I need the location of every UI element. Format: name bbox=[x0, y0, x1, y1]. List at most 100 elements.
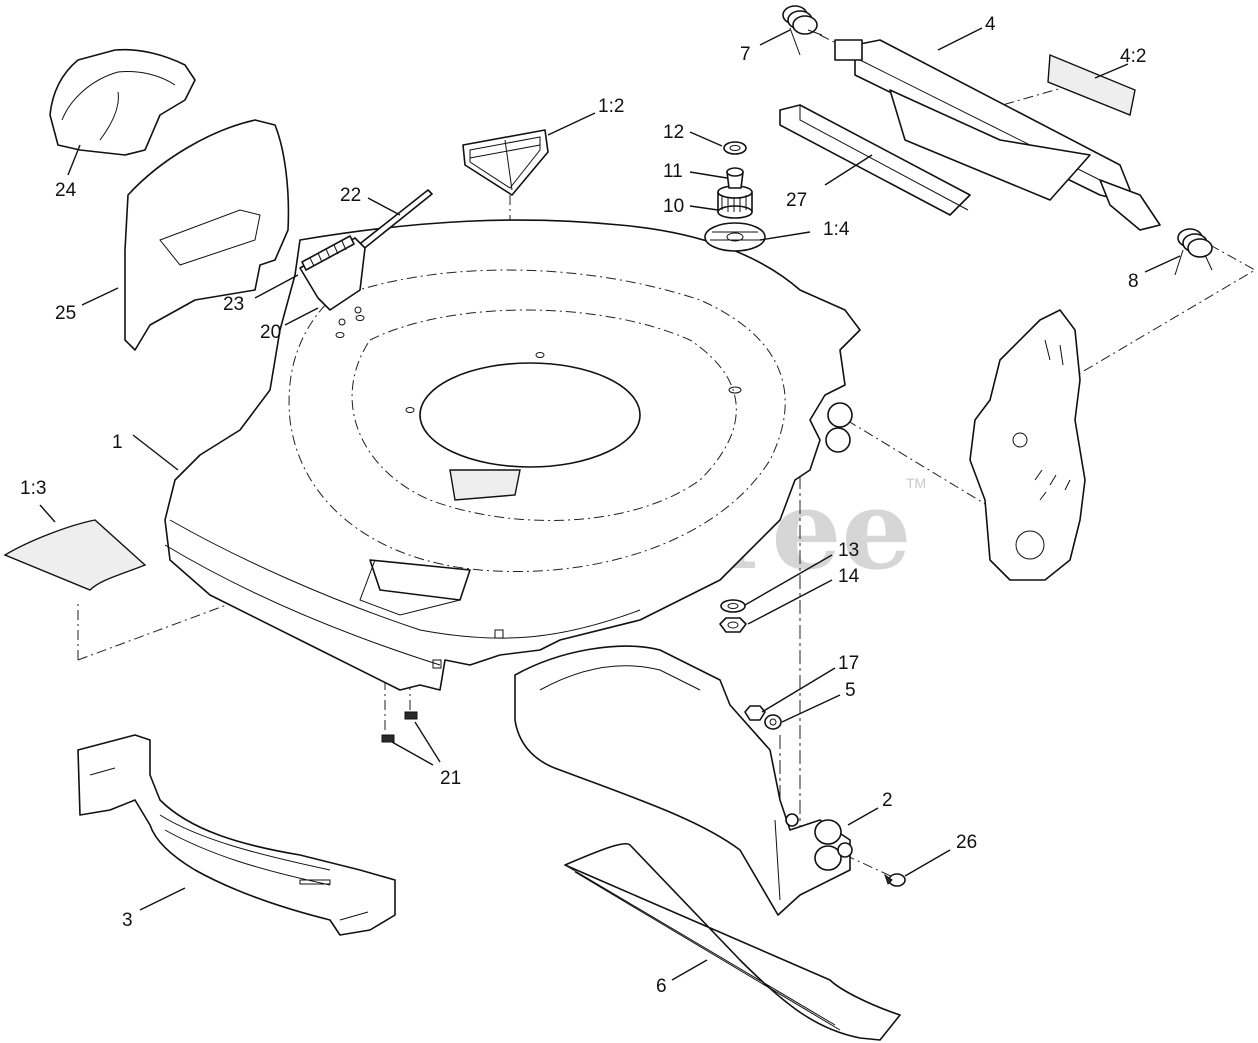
callout-2: 2 bbox=[882, 790, 893, 811]
part-mower-deck bbox=[164, 219, 861, 691]
leader-10 bbox=[689, 205, 719, 211]
leader-20 bbox=[284, 307, 319, 326]
callout-5: 5 bbox=[845, 680, 856, 701]
callout-23: 23 bbox=[223, 294, 244, 315]
deck-bushing-bottom bbox=[825, 427, 851, 453]
decal-ring bbox=[704, 222, 766, 252]
flap-body bbox=[564, 842, 901, 1041]
nut-14-hole bbox=[727, 621, 739, 629]
part-rear-flap bbox=[564, 842, 901, 1041]
part-front-bumper bbox=[77, 734, 396, 936]
bumper-slot bbox=[299, 879, 331, 885]
latch-screw-hole-a bbox=[338, 318, 346, 326]
leader-6 bbox=[671, 959, 708, 981]
callout-12: 12 bbox=[663, 122, 684, 143]
leader-2 bbox=[847, 807, 879, 826]
leader-12 bbox=[689, 131, 723, 147]
callout-1-4: 1:4 bbox=[823, 219, 850, 240]
callout-25: 25 bbox=[55, 303, 76, 324]
top-label-cross bbox=[469, 139, 541, 191]
leader-7 bbox=[759, 29, 791, 46]
leader-lines bbox=[39, 27, 1181, 981]
leader-22 bbox=[367, 197, 401, 216]
top-label-border bbox=[469, 136, 541, 189]
assembly-line-spring bbox=[1059, 244, 1257, 386]
deck-engine-opening bbox=[419, 362, 641, 468]
leader-4 bbox=[937, 27, 983, 51]
part-springs bbox=[782, 5, 1213, 276]
leader-5 bbox=[781, 694, 841, 723]
leader-17 bbox=[761, 667, 836, 713]
leader-1 bbox=[132, 434, 179, 471]
part-bolts-21 bbox=[381, 711, 418, 743]
spring-7-legs bbox=[789, 27, 823, 56]
part-latch-assembly bbox=[299, 235, 366, 326]
screw-thread bbox=[884, 873, 893, 885]
top-label-sheet bbox=[462, 129, 549, 196]
decal-markings bbox=[710, 231, 760, 241]
flap-hem bbox=[564, 864, 841, 1031]
callout-4-2: 4:2 bbox=[1120, 46, 1146, 67]
callout-14: 14 bbox=[838, 566, 860, 587]
callout-1: 1 bbox=[112, 432, 123, 453]
leader-11 bbox=[689, 171, 728, 179]
deck-hole-b bbox=[355, 315, 365, 321]
bumper-ends bbox=[89, 767, 369, 921]
part-foam-strip-27 bbox=[779, 104, 971, 216]
watermark-trademark: TM bbox=[906, 475, 926, 491]
adjust-plate-body bbox=[969, 309, 1086, 581]
deck-hole-a bbox=[335, 332, 345, 338]
callout-4: 4 bbox=[985, 14, 996, 35]
bushing-11-top bbox=[726, 167, 744, 177]
deck-vent-plate bbox=[449, 469, 521, 501]
part-rear-cover bbox=[124, 119, 290, 351]
part-washer-nut bbox=[719, 599, 747, 633]
callout-24: 24 bbox=[55, 180, 77, 201]
washer-13 bbox=[720, 599, 746, 613]
cover-cutout bbox=[159, 209, 261, 266]
callout-27: 27 bbox=[786, 190, 807, 211]
leader-21a bbox=[391, 741, 434, 766]
leader-25 bbox=[81, 287, 119, 306]
part-height-knob-stack bbox=[717, 141, 753, 219]
leader-1-4 bbox=[759, 231, 811, 241]
washer-13-hole bbox=[727, 603, 739, 609]
deck-hole-d bbox=[405, 407, 415, 413]
leader-14 bbox=[747, 579, 833, 625]
assembly-line-label-4-2 bbox=[984, 79, 1091, 111]
nut-17 bbox=[744, 705, 766, 721]
nut-12-hole bbox=[729, 145, 741, 151]
callout-17: 17 bbox=[838, 653, 859, 674]
axle-label-sheet bbox=[1047, 53, 1136, 116]
grip-outline bbox=[61, 71, 176, 121]
leader-1-3 bbox=[39, 504, 56, 523]
callout-13: 13 bbox=[838, 540, 859, 561]
cover-shell bbox=[124, 119, 290, 351]
adjust-plate-pivot bbox=[1015, 530, 1045, 560]
assembly-line-screw bbox=[844, 854, 896, 879]
deck-inner-ring bbox=[351, 309, 737, 521]
leader-3 bbox=[139, 887, 186, 911]
deck-slot-b bbox=[432, 659, 442, 669]
leader-4-2 bbox=[1094, 63, 1129, 79]
part-deck-bushings bbox=[825, 402, 853, 453]
deck-skirt-edge bbox=[169, 519, 641, 639]
spring-23-coils bbox=[309, 240, 347, 267]
latch-bracket-20 bbox=[299, 237, 366, 311]
leader-13 bbox=[744, 554, 833, 606]
callout-20: 20 bbox=[260, 322, 281, 343]
nut-14 bbox=[719, 617, 747, 633]
part-handle-grip bbox=[49, 48, 196, 156]
callout-11: 11 bbox=[663, 161, 683, 182]
leader-21b bbox=[414, 721, 441, 763]
deck-slot-a bbox=[494, 629, 504, 639]
leader-23 bbox=[254, 274, 299, 299]
leader-27 bbox=[824, 154, 873, 186]
leader-26 bbox=[904, 849, 951, 877]
spring-8 bbox=[1174, 228, 1213, 276]
leader-1-2 bbox=[547, 112, 596, 136]
callout-22: 22 bbox=[340, 185, 361, 206]
axle-end-right bbox=[1099, 179, 1161, 231]
spring-8-coil-c bbox=[1187, 238, 1213, 258]
